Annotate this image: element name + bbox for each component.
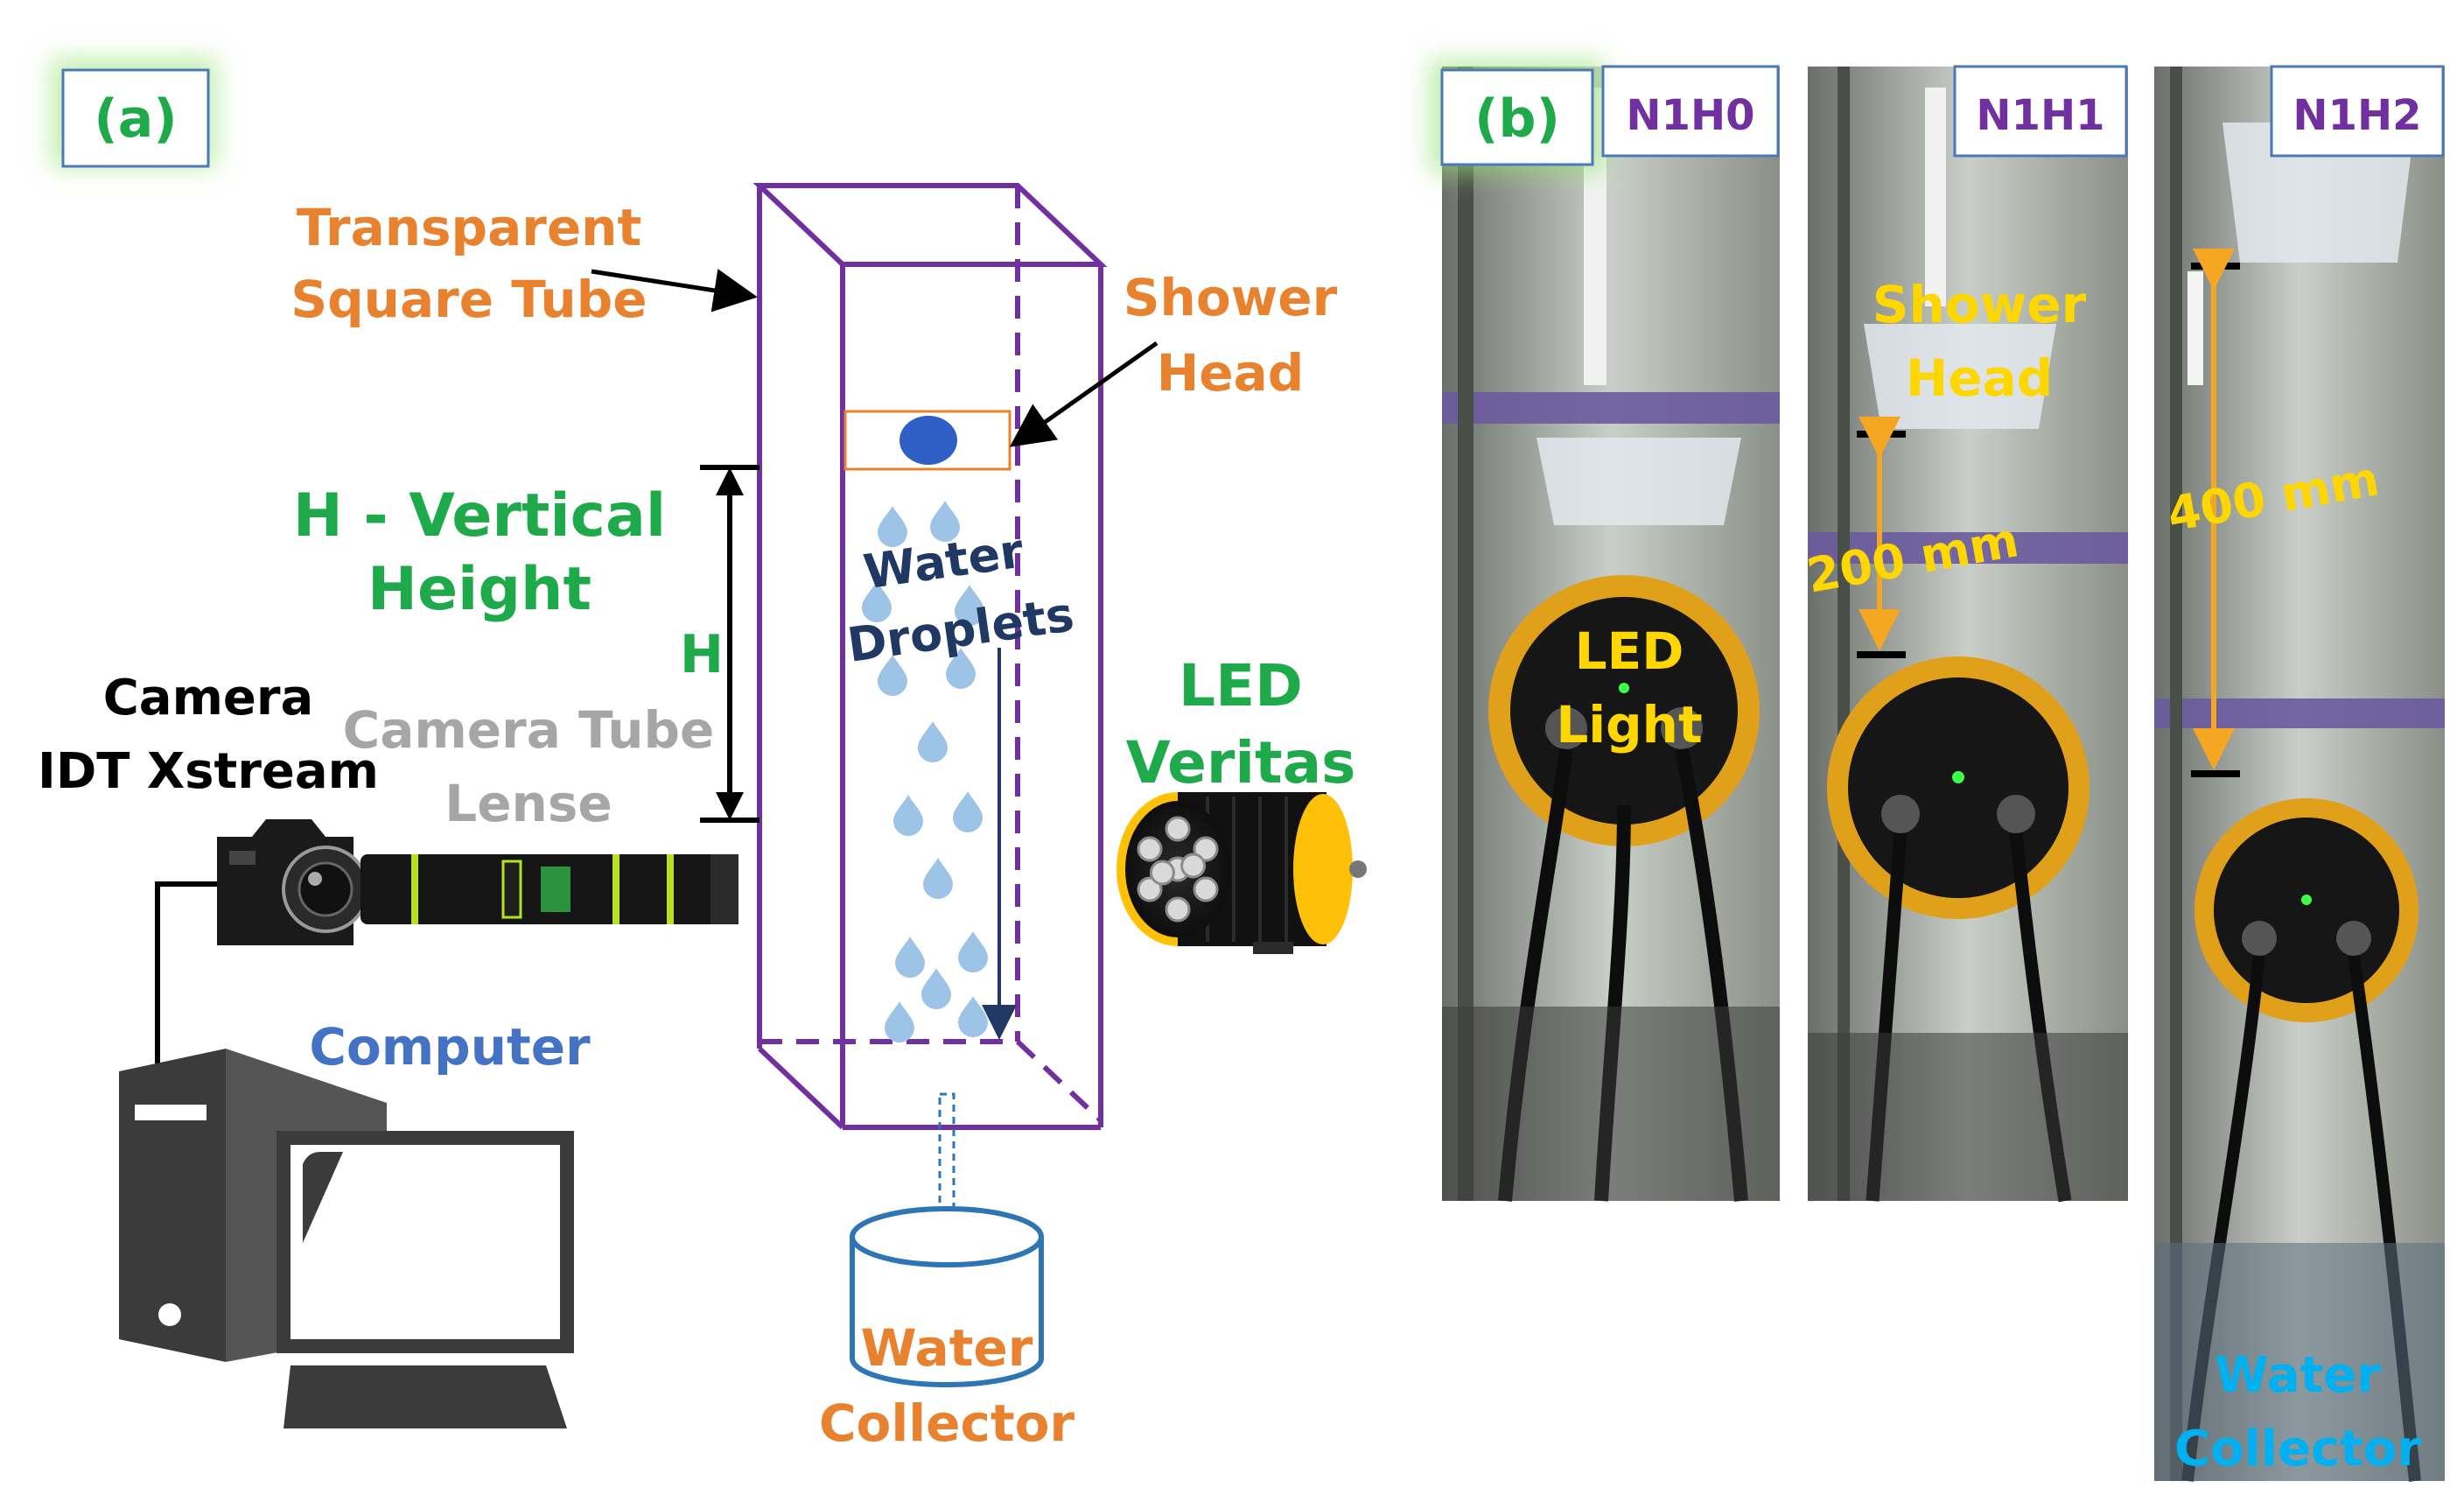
water-collector-bucket <box>850 1206 1044 1387</box>
photo3-overlay-line1: Water <box>2215 1347 2381 1404</box>
collector-label-line2: Collector <box>819 1393 1074 1453</box>
shower-label-arrow <box>1009 340 1158 447</box>
water-droplet-icon <box>946 648 976 689</box>
led-bulb-icon <box>1193 836 1219 862</box>
photo-title-n1h0-text: N1H0 <box>1626 91 1754 140</box>
tube-label-arrow <box>591 269 758 312</box>
panel-a-tag: (a) <box>51 58 217 168</box>
photo3-overlay-line2: Collector <box>2174 1421 2421 1477</box>
dimension-200mm <box>1857 417 1906 658</box>
shower-head <box>844 410 1012 471</box>
photo-n1h0 <box>1442 67 1780 1202</box>
panel-b: (b) N1H0 N1H1 N1H2 LED Light <box>1430 60 2445 1482</box>
water-droplet-icon <box>923 858 953 899</box>
lens-label-line1: Camera Tube <box>343 700 715 760</box>
water-droplet-icon <box>878 655 907 696</box>
camera-icon <box>217 819 369 945</box>
computer-icon <box>119 1049 574 1428</box>
water-droplet-icon <box>953 791 983 832</box>
lens-label-line2: Lense <box>444 774 612 833</box>
dimension-400mm <box>2191 249 2240 777</box>
camera-label-line2: IDT Xstream <box>38 743 379 800</box>
photo-title-n1h1-text: N1H1 <box>1976 91 2104 140</box>
height-dimension <box>700 465 760 823</box>
height-label-line1: H - Vertical <box>293 481 666 551</box>
water-droplet-icon <box>958 931 988 972</box>
camera-label-line1: Camera <box>103 670 314 726</box>
water-droplet-icon <box>921 968 951 1009</box>
panel-b-tag-text: (b) <box>1474 88 1560 150</box>
square-tube <box>752 183 1108 1130</box>
water-droplet-icon <box>955 585 984 626</box>
led-bulb-icon <box>1165 896 1191 923</box>
led-label-line1: LED <box>1179 652 1303 719</box>
water-droplet-icon <box>958 996 988 1037</box>
collector-label-line1: Water <box>861 1318 1033 1378</box>
panel-b-tag: (b) <box>1430 60 1605 173</box>
led-array <box>1137 816 1219 923</box>
computer-label: Computer <box>309 1017 591 1077</box>
water-droplet-icon <box>918 721 948 762</box>
panel-a: (a) <box>38 58 1367 1453</box>
led-bulb-icon <box>1193 876 1219 902</box>
camera-cable <box>155 881 217 1063</box>
tube-label-line2: Square Tube <box>290 270 647 329</box>
water-droplet-icon <box>893 795 923 836</box>
led-bulb-icon <box>1137 876 1163 902</box>
water-droplet-icon <box>895 937 925 978</box>
height-symbol: H <box>680 624 724 685</box>
tube-label-line1: Transparent <box>297 198 641 257</box>
water-droplets-group <box>862 501 988 1042</box>
water-droplet-icon <box>878 506 907 547</box>
height-label-line2: Height <box>368 555 592 624</box>
photo-title-n1h2-text: N1H2 <box>2292 91 2421 140</box>
photo2-overlay-line2: Head <box>1906 348 2054 408</box>
photo-title-n1h0: N1H0 <box>1601 65 1780 158</box>
led-bulb-icon <box>1149 860 1175 886</box>
led-bulb-icon <box>1137 836 1163 862</box>
photo1-overlay-line1: LED <box>1575 621 1684 681</box>
water-droplet-icon <box>885 1001 914 1042</box>
photo1-overlay-line2: Light <box>1556 695 1702 755</box>
water-droplet-icon <box>930 501 960 542</box>
led-bulb-icon <box>1165 816 1191 842</box>
led-label-line2: Veritas <box>1126 729 1356 797</box>
photo-title-n1h1: N1H1 <box>1953 65 2128 158</box>
shower-label-line2: Head <box>1157 343 1305 403</box>
led-veritas-icon <box>1116 792 1367 954</box>
water-droplet-icon <box>862 581 892 622</box>
photo-n1h1 <box>1808 67 2128 1203</box>
photo2-overlay-line1: Shower <box>1872 275 2087 334</box>
led-bulb-icon <box>1180 853 1207 879</box>
photo-title-n1h2: N1H2 <box>2270 65 2445 158</box>
panel-a-tag-text: (a) <box>94 88 177 150</box>
shower-label-line1: Shower <box>1124 268 1338 327</box>
camera-tube-lens <box>360 854 738 924</box>
